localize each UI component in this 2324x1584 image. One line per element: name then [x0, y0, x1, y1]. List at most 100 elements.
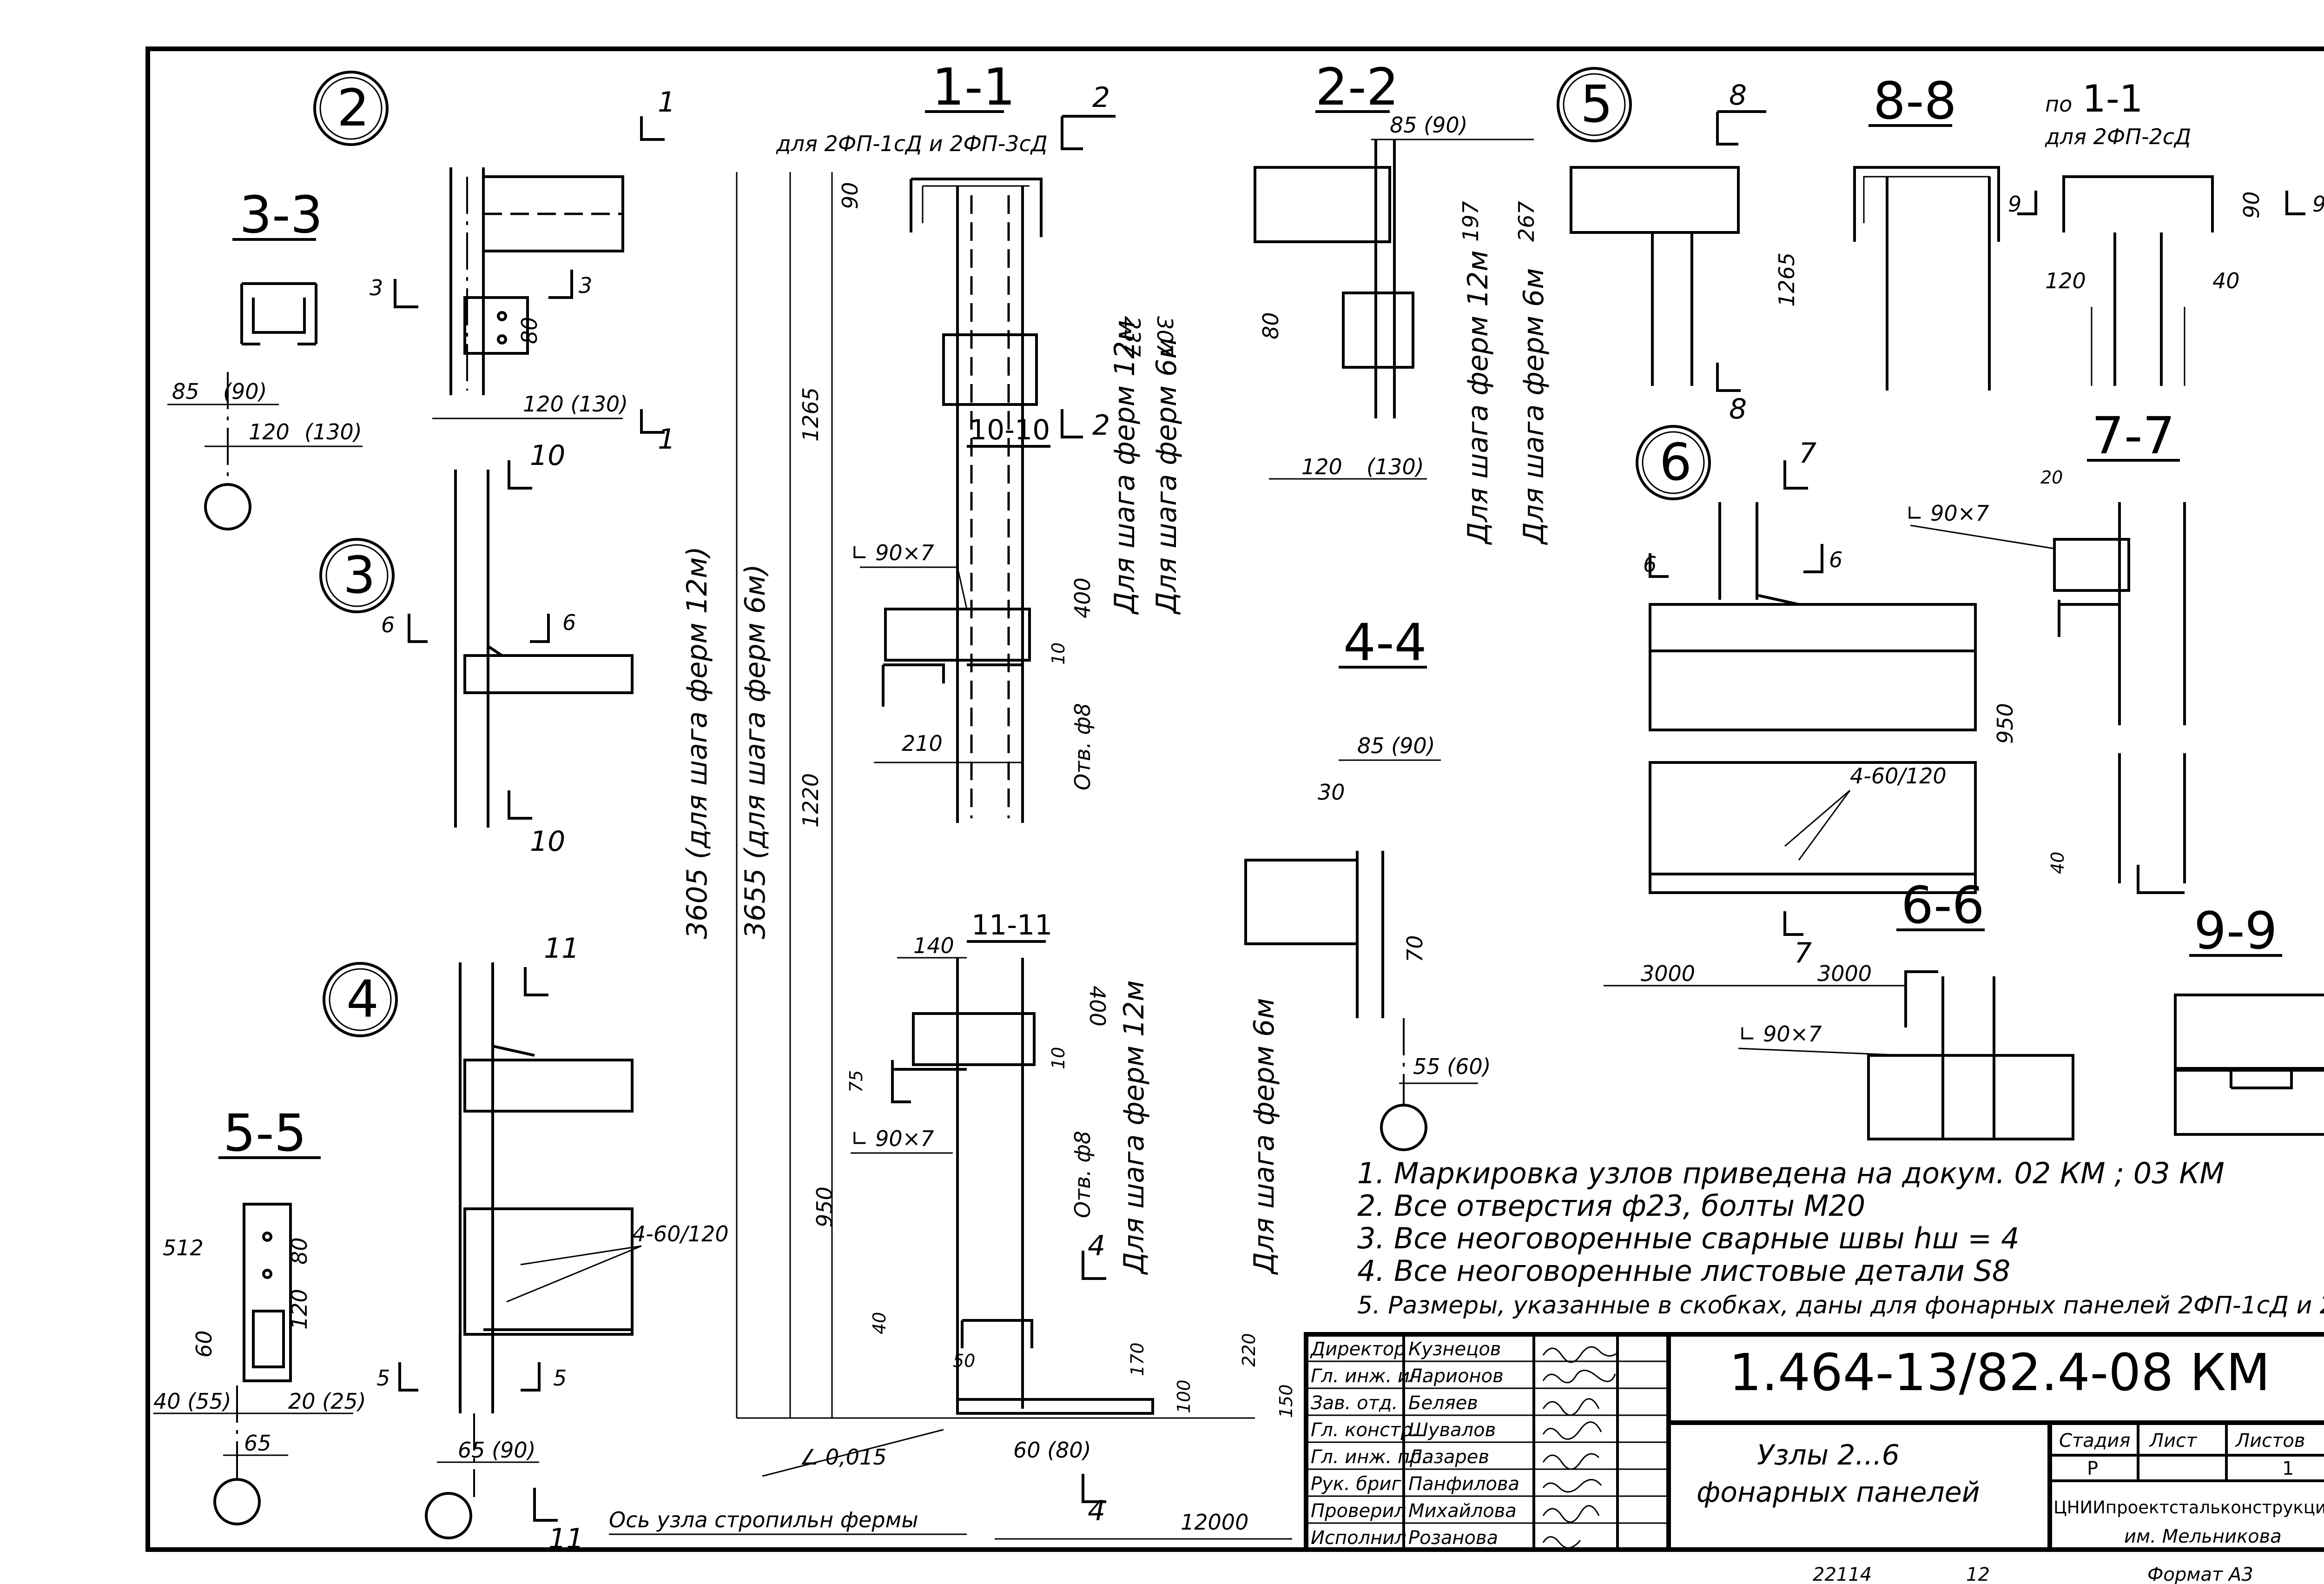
name-4: Шувалов — [1408, 1419, 1496, 1441]
step12-label-1: Для шага ферм 12м — [1109, 320, 1141, 615]
format-label: Формат А3 — [2147, 1564, 2253, 1584]
note-1: 1. Маркировка узлов приведена на докум. … — [1357, 1156, 2225, 1190]
dim-120-130: 120 (130) — [523, 391, 628, 417]
dim-75: 75 — [846, 1070, 866, 1093]
dim-3605: 3605 (для шага ферм 12м) — [681, 546, 713, 939]
dim-40-55: 40 (55) — [153, 1389, 231, 1414]
notes-block: 1. Маркировка узлов приведена на докум. … — [1357, 1156, 2324, 1319]
dim-85-90-2-2: 85 (90) — [1390, 113, 1468, 138]
dim-267: 267 — [1514, 201, 1539, 242]
dim-197: 197 — [1458, 201, 1483, 242]
section-1-1-group: 1-1 для 2ФП-1сД и 2ФП-3сД 2 90 237 307 2… — [681, 57, 1183, 1418]
note-2: 2. Все отверстия ф23, болты М20 — [1357, 1189, 1865, 1223]
section-8-8-title: 8-8 — [1873, 71, 1957, 131]
angle-label-6-6: ∟ 90×7 — [1738, 1021, 1822, 1047]
dim-30: 30 — [1318, 780, 1345, 805]
cut-mark-11-top: 11 — [544, 932, 579, 965]
cut-mark-8-top: 8 — [1729, 79, 1747, 112]
dim-60: 60 — [191, 1330, 217, 1358]
section-11-11-group: 11-11 140 75 ∟ 90×7 400 10 Отв. ф8 950 4… — [533, 909, 1296, 1555]
dim-90: (90) — [223, 379, 267, 404]
section-1-1-title: 1-1 — [932, 57, 1016, 117]
step6-label-1: Для шага ферм 6м — [1150, 338, 1183, 616]
title-line-1: Узлы 2...6 — [1757, 1439, 1900, 1471]
role-7: Проверил — [1311, 1500, 1406, 1522]
dim-307: 307 — [1152, 316, 1177, 357]
name-1: Кузнецов — [1408, 1339, 1501, 1360]
step6-label-3: Для шага ферм 6м — [1518, 268, 1550, 546]
dim-90-1-1: 90 — [838, 182, 863, 209]
cut-mark-6b-left: 6 — [1643, 552, 1657, 577]
dim-1265-8-8: 1265 — [1774, 252, 1799, 307]
dim-400-11-11: 400 — [1085, 986, 1110, 1027]
role-4: Гл. констр. — [1311, 1419, 1418, 1441]
cut-mark-4-bottom: 4 — [1088, 1495, 1105, 1527]
cut-mark-9-right: 9 — [2312, 192, 2324, 217]
dim-100: 100 — [1174, 1379, 1194, 1413]
cut-mark-6b-right: 6 — [1829, 547, 1842, 572]
node-5-group: 5 8 8 — [1557, 67, 1766, 425]
truss-axis-label: Ось узла стропильн фермы — [609, 1507, 918, 1532]
cut-mark-5-left: 5 — [376, 1365, 390, 1391]
cut-mark-3-right: 3 — [579, 273, 592, 298]
dim-20-25: 20 (25) — [288, 1389, 366, 1414]
organization-name: ЦНИИпроектстальконструкция — [2053, 1498, 2324, 1518]
dim-3655: 3655 (для шага ферм 6м) — [739, 564, 772, 939]
name-2: Ларионов — [1407, 1365, 1504, 1387]
name-7: Михайлова — [1408, 1500, 1517, 1522]
section-1-1-note: для 2ФП-1сД и 2ФП-3сД — [776, 131, 1048, 156]
dim-80-2-2: 80 — [1258, 312, 1283, 339]
step12-label-2: Для шага ферм 12м — [1118, 980, 1150, 1275]
section-5-5-group: 5-5 512 80 120 60 40 (55) 20 (25) 65 — [153, 1103, 366, 1525]
hole-label-11-11: Отв. ф8 — [1070, 1131, 1095, 1218]
cut-mark-2-top: 2 — [1092, 81, 1110, 114]
role-5: Гл. инж. пр. — [1311, 1446, 1427, 1468]
dim-150: 150 — [1276, 1384, 1296, 1418]
dim-55-60: 55 (60) — [1413, 1054, 1491, 1079]
dim-512: 512 — [163, 1235, 204, 1260]
dim-85-90-4-4: 85 (90) — [1357, 733, 1435, 758]
section-10-10-title: 10-10 — [969, 414, 1050, 446]
dim-1265: 1265 — [798, 387, 823, 442]
section-5-5-title: 5-5 — [223, 1103, 307, 1163]
stamp-bottom-number: 22114 — [1813, 1564, 1872, 1584]
section-7-7-group: 7-7 20 ∟ 90×7 950 40 — [1906, 406, 2186, 894]
sheets-label: Листов — [2235, 1430, 2305, 1451]
po-1-1-title: 1-1 — [2082, 77, 2143, 120]
stamp-bottom-mid: 12 — [1966, 1564, 1990, 1584]
node-6-group: 6 7 6 6 4-60/120 3000 3000 7 — [1604, 425, 1977, 987]
dim-3000-right: 3000 — [1817, 961, 1872, 986]
node-6-label: 6 — [1659, 432, 1692, 492]
dim-950-7-7: 950 — [1993, 703, 2018, 744]
dim-70: 70 — [1402, 935, 1427, 962]
note-5: 5. Размеры, указанные в скобках, даны дл… — [1357, 1292, 2324, 1319]
node-4-group: 4 11 5 5 4-60/120 65 (90) — [323, 932, 729, 1539]
role-6: Рук. бриг. — [1311, 1473, 1407, 1495]
section-4-4-group: 4-4 85 (90) 30 70 55 (60) — [1244, 613, 1491, 1151]
dim-90-po: 90 — [2239, 191, 2264, 219]
dim-60-80: 60 (80) — [1013, 1438, 1091, 1463]
section-7-7-title: 7-7 — [2092, 406, 2175, 465]
cut-mark-5-right: 5 — [553, 1365, 567, 1391]
cut-mark-4-top: 4 — [1088, 1230, 1105, 1262]
cut-mark-9-left: 9 — [2008, 192, 2021, 217]
dim-120: 120 — [249, 419, 290, 444]
section-6-6-group: 6-6 ∟ 90×7 — [1738, 875, 2074, 1140]
dim-120-2-2: 120 — [1301, 454, 1342, 479]
dim-170: 170 — [1127, 1342, 1148, 1376]
note-3: 3. Все неоговоренные сварные швы hш = 4 — [1357, 1221, 2019, 1255]
cut-mark-7-top: 7 — [1799, 437, 1816, 470]
role-1: Директор — [1310, 1339, 1406, 1360]
node-5-label: 5 — [1580, 74, 1613, 134]
stage-value: Р — [2087, 1458, 2098, 1479]
section-2-2-group: 2-2 85 (90) 80 197 267 120 (130) Для шаг… — [1254, 57, 1550, 546]
section-10-10-group: 10-10 ∟ 90×7 210 400 10 Отв. ф8 — [851, 414, 1095, 790]
angle-label-11-11: ∟ 90×7 — [851, 1126, 934, 1151]
dim-40-11-11: 40 — [869, 1312, 890, 1334]
angle-label-7-7: ∟ 90×7 — [1906, 501, 1989, 526]
dim-400-10-10: 400 — [1070, 577, 1095, 618]
stage-label: Стадия — [2059, 1430, 2130, 1451]
node-4-label: 4 — [346, 969, 379, 1029]
